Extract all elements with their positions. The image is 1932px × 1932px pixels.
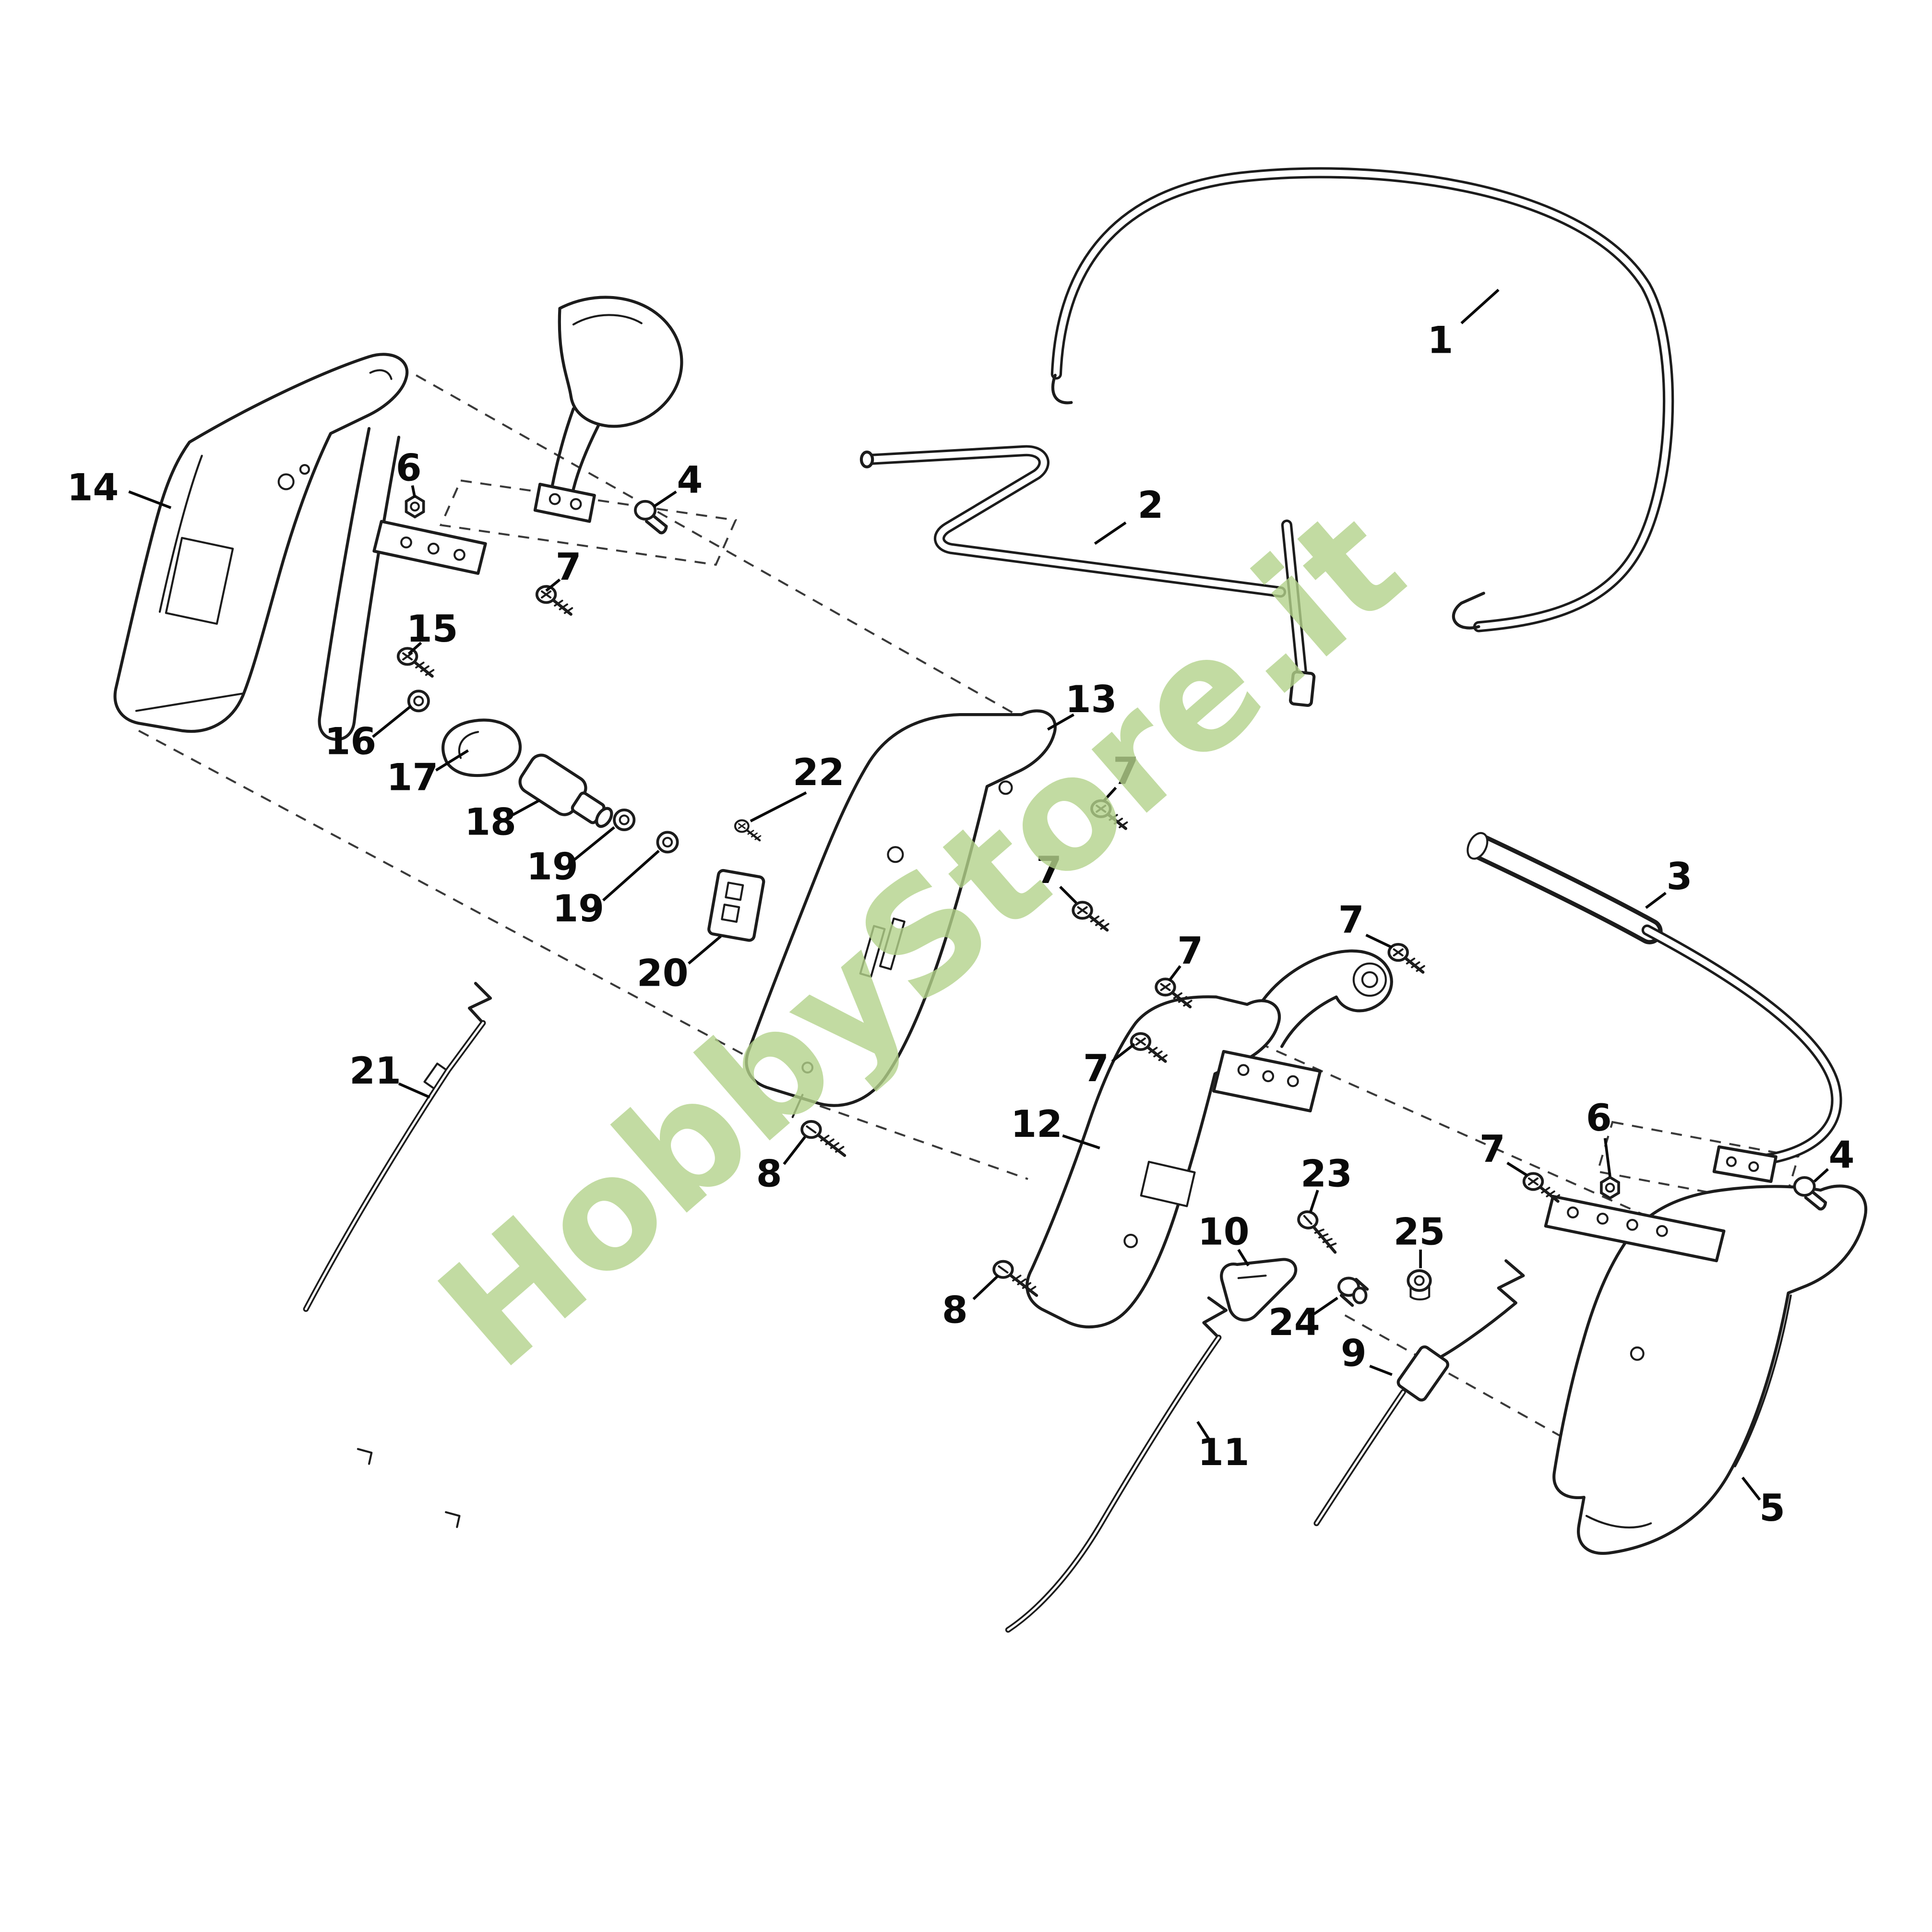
- callout-19-b: 19: [552, 849, 660, 930]
- svg-text:21: 21: [349, 1049, 401, 1093]
- svg-text:18: 18: [465, 800, 516, 844]
- callout-2: 2: [1094, 484, 1164, 545]
- svg-text:7: 7: [1177, 930, 1203, 973]
- svg-text:7: 7: [556, 546, 582, 589]
- part-25-bushing: [1407, 1269, 1432, 1300]
- svg-text:17: 17: [387, 756, 439, 799]
- callout-6-left: 6: [396, 446, 422, 499]
- callout-17: 17: [387, 749, 469, 799]
- callout-6-right: 6: [1586, 1097, 1612, 1177]
- svg-text:22: 22: [793, 751, 845, 794]
- svg-text:23: 23: [1300, 1152, 1352, 1195]
- svg-text:9: 9: [1341, 1332, 1367, 1375]
- callout-13: 13: [1047, 678, 1117, 731]
- reference-corner-marks: [357, 1448, 461, 1528]
- part-14-handle-console-left: [113, 353, 409, 733]
- svg-text:14: 14: [67, 466, 119, 510]
- svg-text:3: 3: [1667, 855, 1693, 898]
- callout-16: 16: [324, 704, 412, 763]
- part-5-handle-console-right: [1544, 1184, 1868, 1555]
- callout-8-b: 8: [942, 1275, 1000, 1332]
- callout-20: 20: [637, 935, 722, 995]
- left-lower-handle-tube: [318, 427, 487, 741]
- part-18-switch: [518, 753, 613, 828]
- callout-25: 25: [1394, 1211, 1445, 1268]
- svg-text:8: 8: [942, 1288, 968, 1332]
- svg-text:5: 5: [1759, 1487, 1785, 1530]
- svg-text:2: 2: [1138, 484, 1164, 527]
- svg-text:7: 7: [1083, 1047, 1109, 1090]
- callout-10: 10: [1198, 1211, 1250, 1267]
- callout-7-c: 7: [1036, 849, 1077, 904]
- svg-text:7: 7: [1036, 849, 1062, 892]
- upper-handle-grip-left: [533, 296, 683, 523]
- callout-15: 15: [406, 608, 458, 655]
- callout-22: 22: [750, 751, 845, 823]
- part-17-cap: [441, 718, 522, 777]
- svg-text:25: 25: [1394, 1211, 1445, 1254]
- svg-text:7: 7: [1479, 1128, 1505, 1171]
- svg-text:10: 10: [1198, 1211, 1250, 1254]
- svg-text:1: 1: [1428, 319, 1454, 362]
- callout-5: 5: [1741, 1477, 1785, 1530]
- callout-24: 24: [1268, 1297, 1338, 1344]
- part-10-lever: [1220, 1258, 1298, 1322]
- callouts: 14 6 4 7 15 16 17 18 19 19 20 22 13 7 7 …: [67, 288, 1855, 1530]
- callout-12: 12: [1011, 1103, 1100, 1150]
- callout-7-d: 7: [1338, 898, 1393, 949]
- part-16-washer: [409, 691, 429, 711]
- callout-14: 14: [67, 466, 172, 510]
- svg-text:15: 15: [406, 608, 458, 651]
- svg-text:19: 19: [526, 845, 578, 888]
- callout-4-left: 4: [653, 459, 703, 508]
- callout-7-e: 7: [1168, 930, 1203, 982]
- svg-text:19: 19: [552, 887, 604, 930]
- svg-text:7: 7: [1113, 750, 1139, 793]
- part-2-brake-bar: [859, 451, 1316, 707]
- part-13-handle-console-center: [745, 709, 1057, 1118]
- part-12-handle-console: [1026, 949, 1393, 1329]
- callout-11: 11: [1196, 1421, 1250, 1474]
- svg-text:8: 8: [756, 1152, 782, 1195]
- part-9-cable: [1316, 1259, 1525, 1523]
- svg-text:13: 13: [1065, 678, 1117, 721]
- callout-3: 3: [1645, 855, 1693, 909]
- svg-text:7: 7: [1338, 898, 1364, 942]
- svg-text:20: 20: [637, 952, 689, 995]
- part-11-cable: [1008, 1296, 1228, 1630]
- callout-4-right: 4: [1813, 1134, 1855, 1183]
- svg-text:11: 11: [1198, 1431, 1250, 1474]
- callout-7-f: 7: [1083, 1043, 1135, 1090]
- callout-23: 23: [1300, 1152, 1352, 1213]
- callout-1: 1: [1428, 288, 1500, 362]
- svg-text:6: 6: [1586, 1097, 1612, 1140]
- callout-18: 18: [465, 799, 541, 844]
- part-3-upper-handle-right: [1467, 832, 1837, 1183]
- svg-text:6: 6: [396, 446, 422, 489]
- callout-7-g: 7: [1479, 1128, 1528, 1177]
- callout-7-b: 7: [1102, 750, 1139, 802]
- part-1-bail-bar: [1053, 173, 1669, 628]
- callout-21: 21: [349, 1049, 430, 1099]
- svg-text:16: 16: [324, 720, 376, 763]
- svg-text:24: 24: [1268, 1301, 1320, 1344]
- svg-text:4: 4: [1829, 1134, 1855, 1177]
- svg-text:4: 4: [677, 459, 703, 502]
- part-21-cable: [306, 982, 492, 1309]
- callout-9: 9: [1341, 1332, 1393, 1376]
- part-24-bolt: [1337, 1276, 1369, 1307]
- part-20-connector-block: [707, 869, 765, 942]
- callout-19-a: 19: [526, 826, 615, 888]
- callout-7-a: 7: [545, 546, 582, 592]
- callout-8-a: 8: [756, 1136, 806, 1195]
- svg-text:12: 12: [1011, 1103, 1062, 1146]
